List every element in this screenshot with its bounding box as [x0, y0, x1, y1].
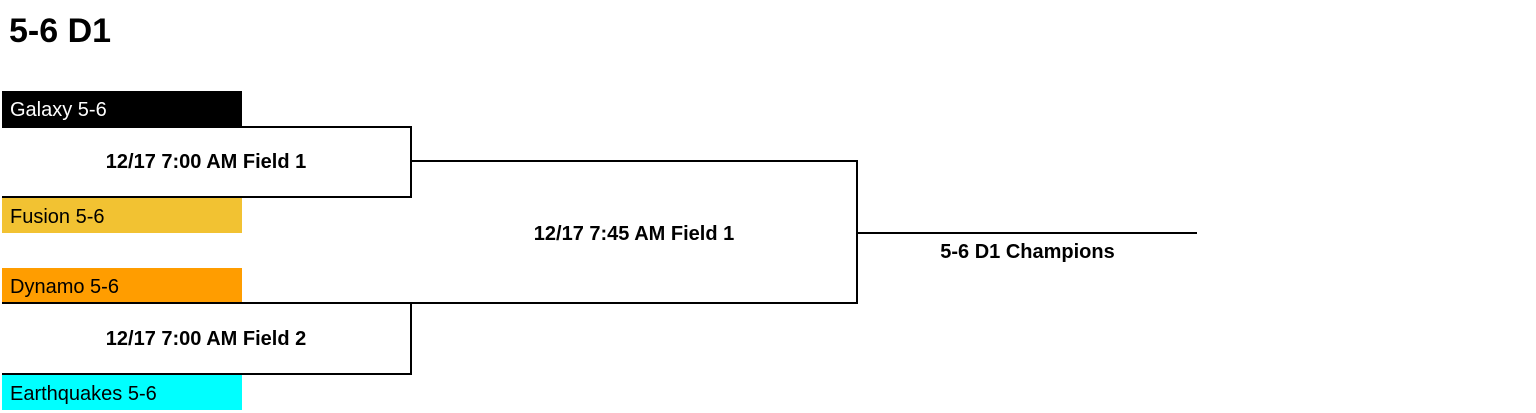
final-bottom-line: [410, 302, 858, 304]
semi1-bottom-line: [2, 196, 412, 198]
champion-label: 5-6 D1 Champions: [940, 241, 1115, 263]
semi1-game-label: 12/17 7:00 AM Field 1: [105, 151, 307, 173]
semi2-vertical-line: [410, 302, 412, 375]
team-slot-galaxy: Galaxy 5-6: [2, 91, 242, 126]
champion-line: [856, 232, 1197, 234]
bracket-title: 5-6 D1: [9, 12, 112, 50]
semi2-top-line: [2, 302, 412, 304]
team-slot-earthquakes: Earthquakes 5-6: [2, 375, 242, 410]
semi2-bottom-line: [2, 373, 412, 375]
team-slot-fusion: Fusion 5-6: [2, 198, 242, 233]
final-top-line: [410, 160, 858, 162]
semi1-vertical-line: [410, 126, 412, 198]
semi1-top-line: [2, 126, 412, 128]
team-slot-dynamo: Dynamo 5-6: [2, 268, 242, 303]
final-game-label: 12/17 7:45 AM Field 1: [533, 223, 735, 245]
semi2-game-label: 12/17 7:00 AM Field 2: [105, 328, 307, 350]
